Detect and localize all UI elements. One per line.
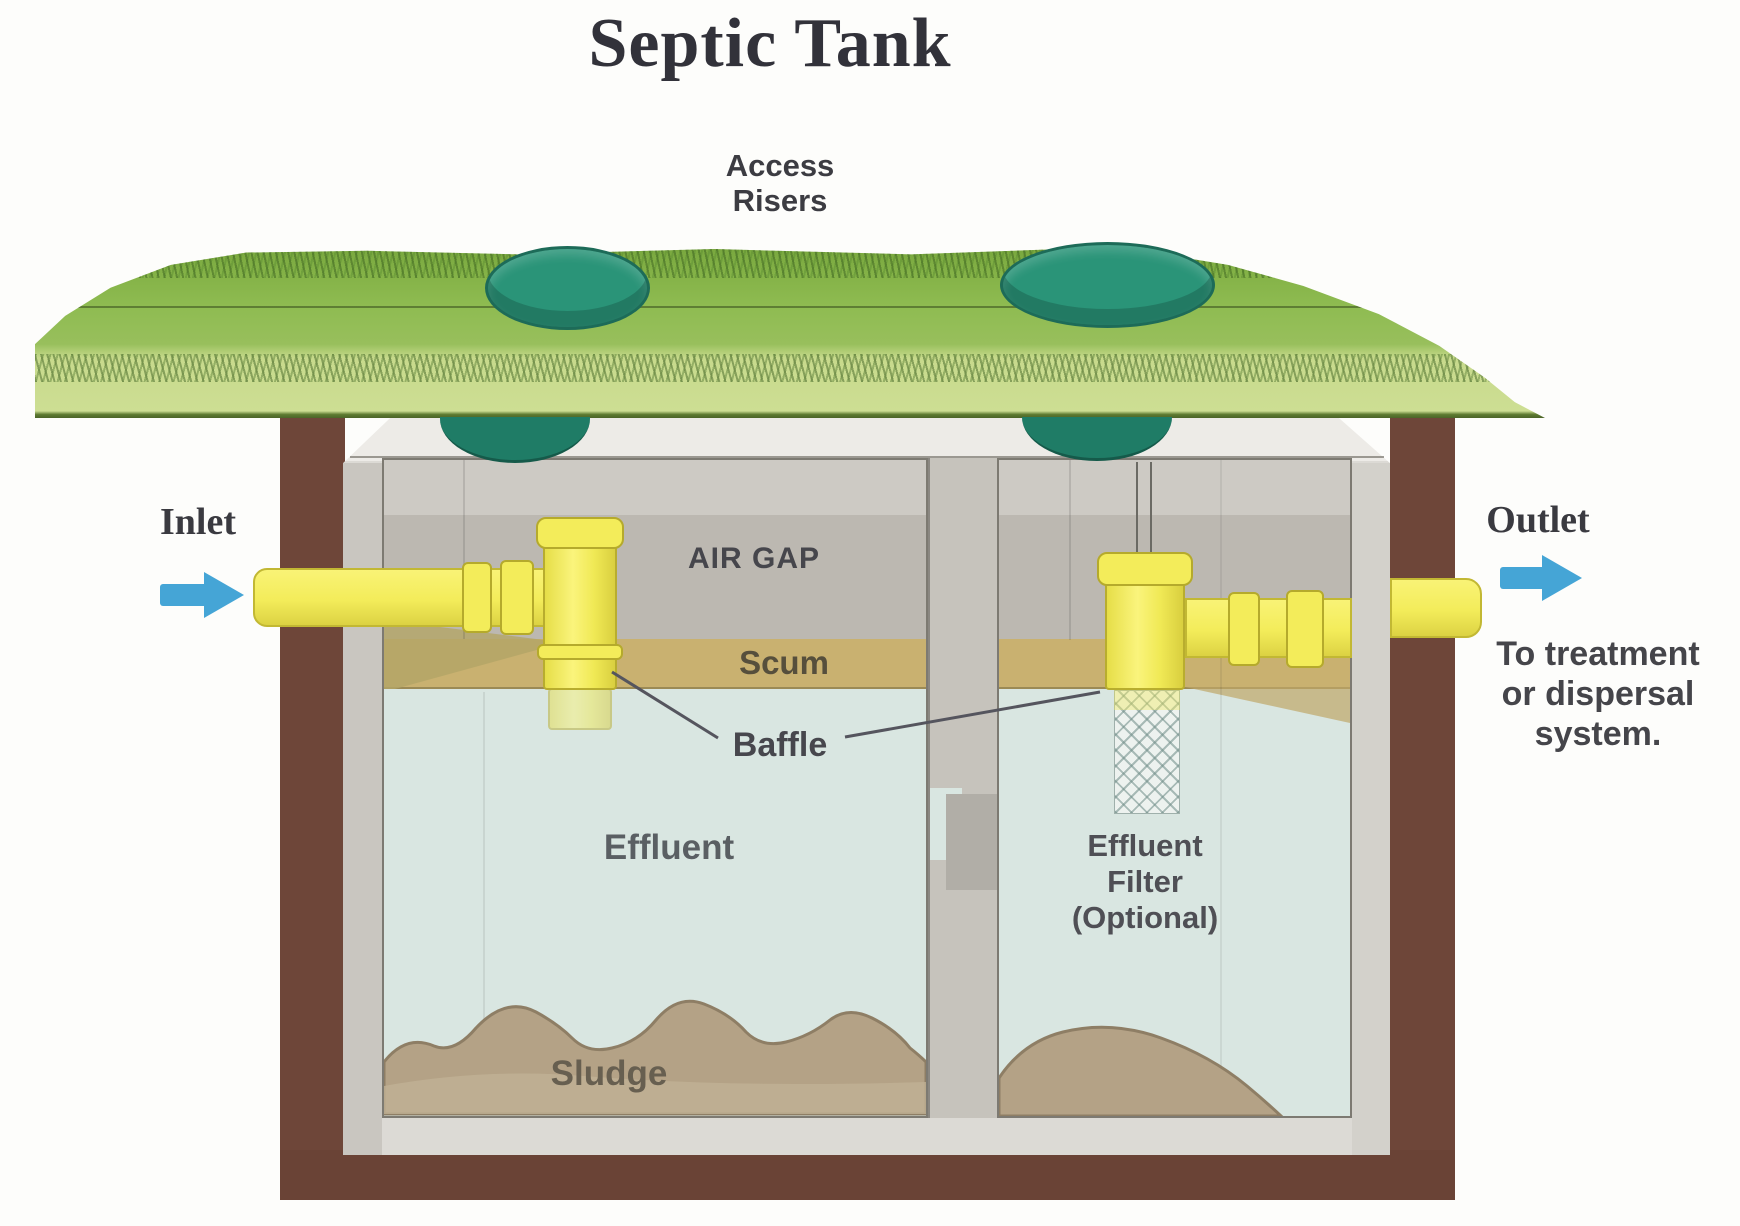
outlet-pipe-coupling (1228, 592, 1260, 666)
scum-label: Scum (739, 644, 829, 681)
tank-wall-right (1352, 463, 1390, 1155)
outlet-label: Outlet (1486, 499, 1590, 541)
inlet-pipe-coupling (462, 562, 492, 633)
access-risers-label: Access Risers (660, 148, 900, 218)
access-riser-lid (1000, 242, 1215, 328)
inlet-pipe-coupling (500, 560, 534, 635)
outlet-destination-line1: To treatment (1496, 635, 1700, 673)
access-risers-line1: Access (725, 148, 835, 183)
outlet-flow-arrowhead-icon (1542, 555, 1582, 601)
inlet-baffle-tee (543, 538, 617, 690)
outlet-pipe-stub (1390, 578, 1482, 638)
filter-pipe-glow (1114, 690, 1180, 710)
baffle-label: Baffle (732, 726, 828, 764)
sludge-mound (999, 1025, 1284, 1116)
tank-lid-edge (350, 456, 1384, 458)
effluent-filter-label-line3: (Optional) (1071, 900, 1219, 935)
back-wall-edge (1220, 460, 1222, 1100)
baffle-pointer-lines (611, 670, 1101, 740)
grass-blades-fringe (35, 249, 1545, 278)
inlet-pipe (253, 568, 545, 627)
outlet-destination-label: To treatment or dispersal system. (1448, 634, 1740, 754)
inlet-flow-arrowhead-icon (204, 572, 244, 618)
second-chamber: Effluent Filter (Optional) (997, 458, 1352, 1118)
outlet-tee-top-flare (1097, 552, 1193, 586)
inlet-label: Inlet (160, 501, 236, 543)
grass-blades-fringe (35, 354, 1545, 382)
effluent-filter-label-line1: Effluent (1087, 828, 1203, 863)
soil-left-column (280, 398, 345, 1198)
outlet-destination-line2: or dispersal (1501, 675, 1695, 713)
back-wall-edge (463, 460, 465, 639)
back-wall-edge (1069, 460, 1071, 640)
access-riser-lid (485, 246, 650, 330)
tank-wall-left (343, 463, 382, 1155)
air-gap-label: AIR GAP (687, 542, 820, 575)
outlet-pipe-coupling (1286, 590, 1324, 668)
effluent-filter-mesh (1114, 690, 1180, 814)
soil-right-column (1390, 398, 1455, 1198)
soil-bottom-band (280, 1150, 1455, 1200)
effluent-filter-label-line2: Filter (1107, 864, 1183, 899)
divider-wall (928, 458, 1000, 1118)
ground-grade-line (35, 306, 1545, 308)
grass-surface (35, 249, 1545, 418)
filter-handle-rod (1150, 462, 1152, 554)
first-chamber: AIR GAP Scum Effluent Sludge (382, 458, 928, 1118)
inlet-tee-top-flare (536, 517, 624, 549)
outlet-pipe-inner (1185, 598, 1352, 658)
back-wall-edge (483, 692, 485, 1072)
sludge-label: Sludge (550, 1054, 668, 1093)
outlet-destination-line3: system. (1534, 715, 1662, 753)
access-risers-line2: Risers (732, 183, 828, 218)
divider-baffle-tab (946, 794, 1000, 890)
outlet-flow-arrow-icon (1500, 567, 1546, 589)
filter-handle-rod (1136, 462, 1138, 554)
sludge-mounds (384, 999, 926, 1116)
page-title: Septic Tank (588, 5, 952, 82)
inlet-tee-collar (537, 644, 623, 660)
inlet-flow-arrow-icon (160, 584, 208, 606)
effluent-label: Effluent (603, 828, 735, 867)
